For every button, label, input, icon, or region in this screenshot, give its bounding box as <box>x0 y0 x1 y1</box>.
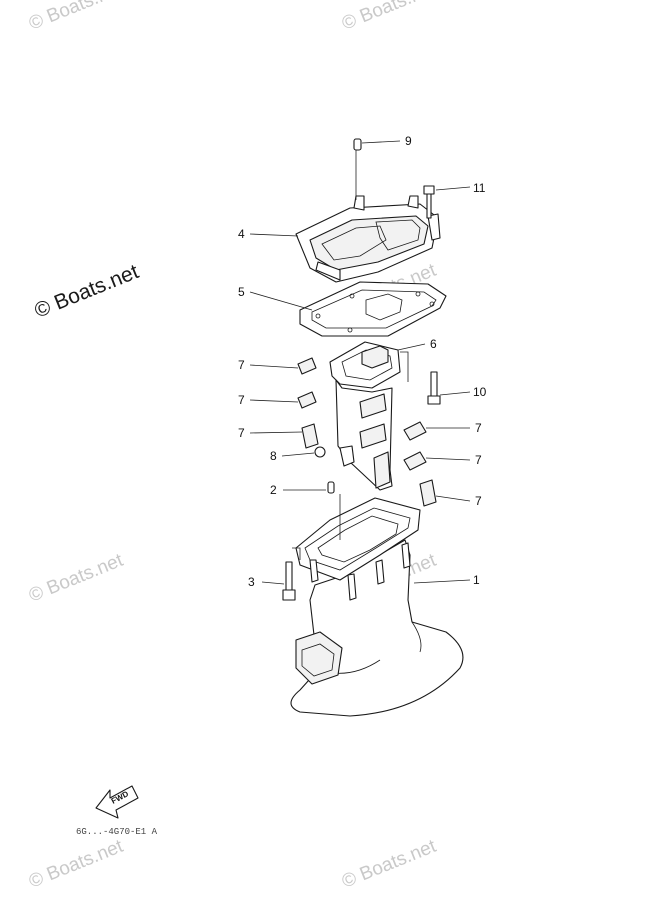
callout-5: 5 <box>238 285 245 299</box>
fwd-arrow: FWD <box>95 785 139 819</box>
watermark: © Boats.net <box>26 836 127 893</box>
callout-7: 7 <box>238 393 245 407</box>
callout-10: 10 <box>473 385 487 399</box>
part-6-exhaust-guide <box>329 341 401 491</box>
watermark: © Boats.net <box>26 550 127 607</box>
part-7-mounts <box>297 357 437 507</box>
watermark: © Boats.net <box>339 836 440 893</box>
part-3-bolt <box>282 561 296 601</box>
callout-11: 11 <box>473 181 486 195</box>
callout-7: 7 <box>475 421 482 435</box>
callout-1: 1 <box>473 573 480 587</box>
callout-7: 7 <box>475 494 482 508</box>
callout-6: 6 <box>430 337 437 351</box>
part-5-gasket <box>299 281 447 337</box>
watermark-main: © Boats.net <box>31 260 142 323</box>
callout-7: 7 <box>238 426 245 440</box>
part-8-plug <box>314 446 326 458</box>
watermark: © Boats.net <box>26 0 127 35</box>
callout-8: 8 <box>270 449 277 463</box>
leader-lines <box>249 140 471 585</box>
watermark: © Boats.net <box>339 0 440 35</box>
part-10-bolt <box>427 371 441 405</box>
callout-labels: 9 11 4 5 6 7 7 7 10 7 8 7 2 7 3 1 <box>238 134 487 589</box>
part-11-bolt <box>423 185 435 219</box>
part-1-upper-casing <box>290 497 464 717</box>
callout-7: 7 <box>238 358 245 372</box>
callout-3: 3 <box>248 575 255 589</box>
callout-4: 4 <box>238 227 245 241</box>
part-4-mount-housing <box>295 195 441 283</box>
callout-7: 7 <box>475 453 482 467</box>
callout-2: 2 <box>270 483 277 497</box>
figure-code: 6G...-4G70-E1 A <box>76 827 158 837</box>
part-9-dowel <box>353 138 362 151</box>
part-2-dowel <box>327 481 335 494</box>
callout-9: 9 <box>405 134 412 148</box>
